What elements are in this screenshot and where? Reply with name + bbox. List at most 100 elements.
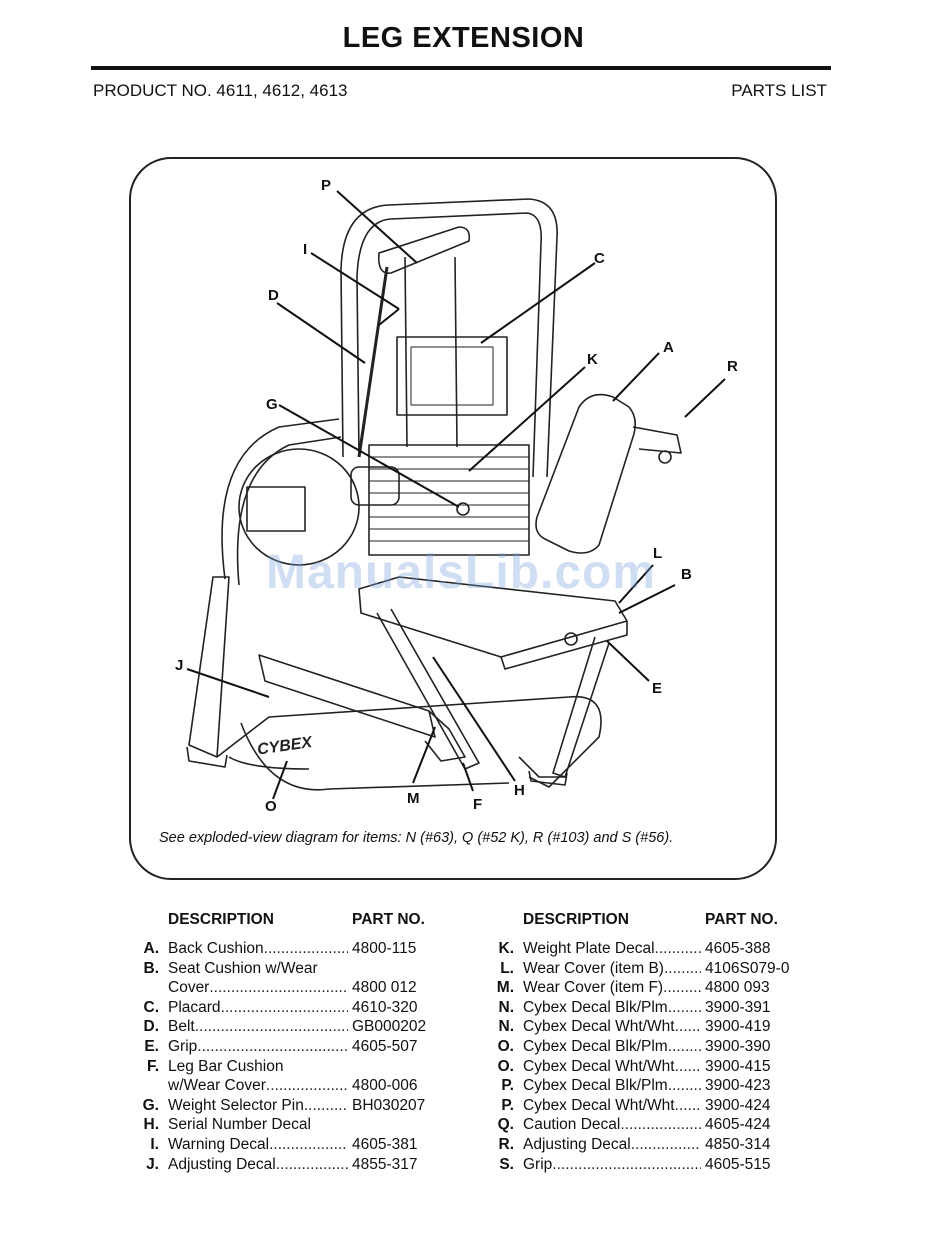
item-letter: D. (143, 1018, 160, 1036)
diagram-note: See exploded-view diagram for items: N (… (159, 830, 674, 846)
callout-f: F (473, 796, 483, 813)
table-row: K.Weight Plate Decal....................… (486, 939, 789, 959)
item-part-number: 3900-423 (705, 1077, 771, 1095)
callout-b: B (681, 566, 692, 583)
leader-dots: ........................................… (654, 940, 701, 957)
item-letter: I. (150, 1135, 159, 1153)
table-row: E.Grip..................................… (131, 1037, 426, 1057)
parts-table-right: DESCRIPTION PART NO. K.Weight Plate Deca… (486, 911, 790, 1175)
item-description-text: Leg Bar Cushion (168, 1057, 284, 1075)
item-part-number: 4605-515 (705, 1155, 771, 1173)
leg-extension-diagram: CYBEX (186, 190, 726, 800)
item-description: Cybex Decal Blk/Plm.....................… (523, 1076, 701, 1096)
table-row: Q. Caution Decal.........................… (486, 1115, 789, 1135)
item-description: Placard.................................… (168, 998, 348, 1018)
leader-dots: ........................................… (667, 1037, 701, 1055)
item-part-number: 4605-507 (352, 1037, 418, 1055)
item-description-text: Cybex Decal Wht/Wht (523, 1096, 675, 1114)
item-letter: B. (143, 959, 160, 977)
item-description: Leg Bar Cushion (168, 1057, 348, 1077)
item-letter: P. (501, 1096, 514, 1114)
item-part-number: 3900-391 (705, 998, 771, 1016)
table-row: P. Cybex Decal Wht/Wht...................… (486, 1096, 789, 1116)
item-description: Wear Cover (item B).....................… (523, 959, 701, 979)
item-letter: A. (143, 940, 160, 957)
item-letter: O. (497, 1057, 514, 1075)
item-description: Back Cushion............................… (168, 939, 348, 959)
item-part-number: 4800 093 (705, 979, 770, 997)
table-header: DESCRIPTION PART NO. (486, 911, 789, 933)
callout-p: P (321, 177, 332, 194)
item-description-text: Belt (168, 1018, 195, 1036)
item-letter: J. (146, 1155, 159, 1173)
leader-dots: ........................................… (263, 940, 348, 957)
callout-d: D (268, 287, 279, 304)
item-description: Cybex Decal Wht/Wht.....................… (523, 1096, 701, 1116)
item-letter: Q. (497, 1116, 514, 1134)
item-description-text: Serial Number Decal (168, 1116, 311, 1134)
item-description-text: Grip (523, 1155, 553, 1173)
item-description-text: Adjusting Decal (168, 1155, 276, 1173)
item-letter: E. (144, 1037, 159, 1055)
parts-list-left: A. Back Cushion..........................… (131, 939, 427, 1175)
leader-dots: ........................................… (197, 1037, 348, 1055)
item-description-text: Cybex Decal Wht/Wht (523, 1057, 675, 1075)
item-description-text: Warning Decal (168, 1135, 270, 1153)
item-description: Wear Cover (item F).....................… (523, 978, 701, 998)
item-description: Seat Cushion w/Wear (168, 959, 348, 979)
callout-a: A (663, 339, 674, 356)
item-description-text: Cybex Decal Blk/Plm (523, 1077, 668, 1095)
table-row: I.Warning Decal.........................… (131, 1135, 426, 1155)
table-row: S.Grip..................................… (486, 1155, 789, 1175)
table-row: J.Adjusting Decal.......................… (131, 1155, 426, 1175)
callout-e: E (652, 680, 663, 697)
item-part-number: 4850-314 (705, 1135, 771, 1153)
item-letter: O. (497, 1037, 514, 1055)
callout-j: J (175, 657, 184, 674)
item-part-number: 3900-415 (705, 1057, 771, 1075)
item-description: Serial Number Decal (168, 1115, 348, 1135)
table-row: O. Cybex Decal Blk/Plm...................… (486, 1037, 789, 1057)
item-part-number: 4800-115 (352, 940, 417, 957)
callout-c: C (594, 250, 605, 267)
table-row: F.Leg Bar Cushion (131, 1057, 426, 1077)
item-description-text: Cybex Decal Blk/Plm (523, 1037, 668, 1055)
section-label: PARTS LIST (731, 81, 827, 100)
description-header: DESCRIPTION (168, 911, 274, 928)
item-letter: N. (498, 1018, 515, 1036)
item-part-number: 4855-317 (352, 1155, 418, 1173)
watermark: ManualsLib.com (266, 546, 657, 599)
table-row: R.Adjusting Decal.......................… (486, 1135, 789, 1155)
table-row: w/Wear Cover............................… (131, 1076, 426, 1096)
item-description: Belt....................................… (168, 1017, 348, 1037)
callout-m: M (407, 790, 420, 807)
leader-dots: ........................................… (674, 1057, 701, 1075)
leader-dots: ........................................… (667, 998, 701, 1016)
item-description: w/Wear Cover............................… (168, 1076, 348, 1096)
item-part-number: 4605-424 (705, 1116, 771, 1134)
table-row: B. Seat Cushion w/Wear (131, 959, 426, 979)
item-description: Weight Plate Decal......................… (523, 939, 701, 959)
callout-l: L (653, 545, 663, 562)
item-letter (131, 978, 159, 998)
item-description: Cover...................................… (168, 978, 348, 998)
item-part-number: 3900-390 (705, 1037, 771, 1055)
title-rule (91, 66, 831, 70)
leader-dots: ........................................… (620, 1116, 701, 1134)
leader-dots: ........................................… (209, 979, 348, 997)
table-row: G. Weight Selector Pin...................… (131, 1096, 426, 1116)
table-row: N.Cybex Decal Wht/Wht...................… (486, 1017, 789, 1037)
leader-dots: ........................................… (552, 1155, 701, 1173)
table-row: D. Belt..................................… (131, 1017, 427, 1037)
item-description: Weight Selector Pin.....................… (168, 1096, 348, 1116)
item-letter: G. (142, 1096, 159, 1114)
item-part-number: 4106S079-0 (705, 959, 790, 977)
item-letter: N. (498, 998, 515, 1016)
table-row: C.Placard...............................… (131, 998, 426, 1018)
callout-k: K (587, 351, 598, 368)
item-part-number: 4800 012 (352, 979, 417, 997)
item-description-text: Caution Decal (523, 1116, 621, 1134)
item-part-number: 3900-424 (705, 1096, 771, 1114)
item-description-text: Cover (168, 979, 210, 997)
item-letter: M. (496, 979, 514, 997)
